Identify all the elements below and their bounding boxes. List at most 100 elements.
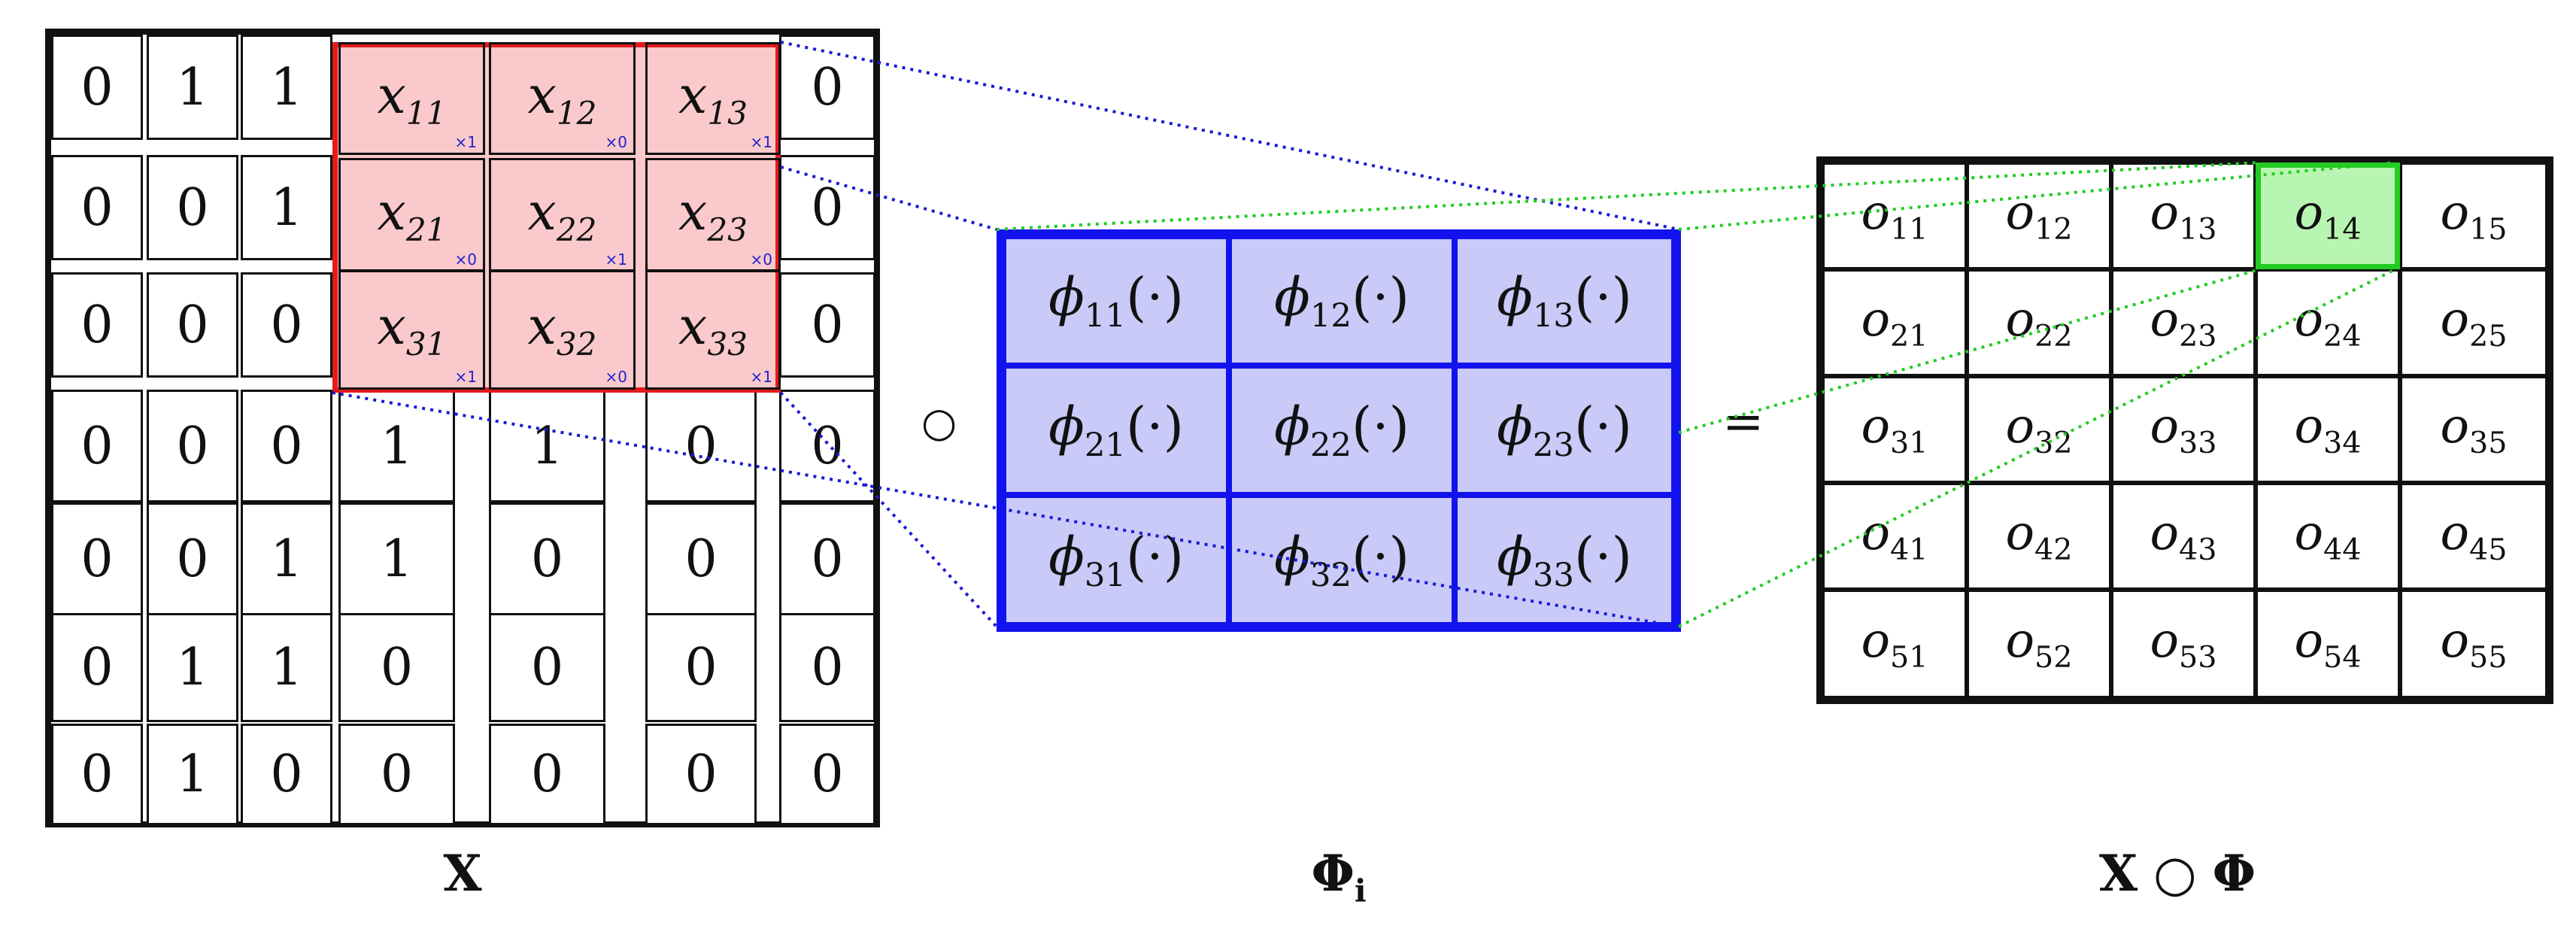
x-matrix-cell: 0 xyxy=(489,613,605,722)
output-cell-label: o52 xyxy=(2005,613,2072,675)
phi-cell-21: ϕ21(·) xyxy=(1003,366,1229,495)
phi-symbol: ϕ xyxy=(1274,396,1310,458)
x-matrix-cell: 0 xyxy=(779,502,875,615)
window-cell-x21: x21×0 xyxy=(338,158,485,272)
multiplier-label: ×1 xyxy=(454,133,477,151)
output-symbol: o xyxy=(1861,505,1891,562)
x-matrix-cell: 0 xyxy=(779,35,875,140)
output-cell-label: o44 xyxy=(2294,505,2361,567)
phi-argument: (·) xyxy=(1574,266,1632,329)
output-label-x: X xyxy=(2098,844,2138,903)
output-cell-label: o21 xyxy=(1861,292,1928,354)
phi-subscript: 33 xyxy=(1532,557,1575,595)
phi-argument: (·) xyxy=(1126,266,1184,329)
window-cell-x33: x33×1 xyxy=(645,269,781,390)
output-symbol: o xyxy=(2150,292,2180,348)
output-symbol: o xyxy=(2294,292,2324,348)
cell-value: 0 xyxy=(684,745,718,804)
x-matrix-cell: 0 xyxy=(779,613,875,722)
x-matrix-cell: 0 xyxy=(779,724,875,825)
variable-subscript: 13 xyxy=(707,94,748,132)
phi-subscript: 23 xyxy=(1532,427,1575,465)
output-cell-13: o13 xyxy=(2111,162,2256,269)
output-cell-label: o45 xyxy=(2440,505,2507,567)
phi-cell-label: ϕ13(·) xyxy=(1497,266,1632,335)
x-matrix-cell: 0 xyxy=(51,155,143,260)
output-cell-45: o45 xyxy=(2400,483,2547,590)
cell-value: 1 xyxy=(530,416,564,476)
phi-argument: (·) xyxy=(1126,525,1184,587)
x-matrix-cell: 0 xyxy=(147,155,238,260)
output-cell-label: o32 xyxy=(2005,399,2072,460)
window-cell-x11: x11 ×1 xyxy=(338,42,485,155)
x-matrix-cell: 0 xyxy=(51,613,143,722)
multiplier-label: ×0 xyxy=(750,250,772,269)
phi-cell-12: ϕ12(·) xyxy=(1229,236,1455,366)
cell-value: 0 xyxy=(811,745,844,804)
output-subscript: 13 xyxy=(2179,211,2217,247)
cell-value: 0 xyxy=(380,745,414,804)
variable-subscript: 33 xyxy=(707,325,748,363)
cell-value: 0 xyxy=(80,416,114,476)
phi-cell-label: ϕ23(·) xyxy=(1497,396,1632,464)
output-cell-label: o22 xyxy=(2005,292,2072,354)
variable-subscript: 22 xyxy=(556,211,597,248)
x-matrix-cell: 0 xyxy=(51,390,143,502)
output-cell-54: o54 xyxy=(2256,590,2400,698)
output-subscript: 25 xyxy=(2469,318,2508,354)
output-cell-label: o53 xyxy=(2150,613,2216,675)
output-subscript: 41 xyxy=(1890,532,1928,567)
variable-symbol: x xyxy=(377,182,406,242)
window-cell-x31: x31×1 xyxy=(338,269,485,390)
output-cell-label: o31 xyxy=(1861,399,1928,460)
cell-value: 1 xyxy=(270,529,303,589)
phi-symbol: ϕ xyxy=(1274,266,1310,329)
phi-cell-23: ϕ23(·) xyxy=(1455,366,1674,495)
window-cell-label: x11 xyxy=(377,66,446,132)
x-matrix-cell: 0 xyxy=(51,35,143,140)
cell-value: 0 xyxy=(530,745,564,804)
phi-subscript: 22 xyxy=(1309,427,1352,465)
output-cell-21: o21 xyxy=(1822,269,1967,376)
output-symbol: o xyxy=(2150,399,2180,455)
window-cell-label: x22 xyxy=(527,183,596,248)
cell-value: 0 xyxy=(80,178,114,238)
multiplier-label: ×1 xyxy=(750,368,772,386)
variable-symbol: x xyxy=(527,296,557,357)
cell-value: 0 xyxy=(684,638,718,697)
x-matrix-label: X xyxy=(443,844,482,903)
cell-value: 0 xyxy=(176,416,209,476)
output-subscript: 43 xyxy=(2179,532,2217,567)
phi-cell-label: ϕ11(·) xyxy=(1048,266,1184,335)
window-cell-x23: x23×0 xyxy=(645,158,781,272)
output-cell-label: o24 xyxy=(2294,292,2361,354)
window-cell-label: x23 xyxy=(678,183,748,248)
variable-subscript: 11 xyxy=(405,94,447,132)
output-subscript: 54 xyxy=(2323,639,2362,675)
output-cell-24: o24 xyxy=(2256,269,2400,376)
phi-label-subscript: i xyxy=(1354,873,1367,909)
output-cell-55: o55 xyxy=(2400,590,2547,698)
output-cell-label: o15 xyxy=(2440,185,2507,247)
output-symbol: o xyxy=(2005,399,2035,455)
output-subscript: 33 xyxy=(2179,425,2217,460)
output-cell-label: o33 xyxy=(2150,399,2216,460)
window-cell-x12: x12×0 xyxy=(489,42,636,155)
variable-symbol: x xyxy=(678,182,708,242)
output-subscript: 23 xyxy=(2179,318,2217,354)
output-cell-33: o33 xyxy=(2111,376,2256,483)
phi-cell-13: ϕ13(·) xyxy=(1455,236,1674,366)
x-matrix-cell: 1 xyxy=(338,390,455,502)
x-matrix-cell: 0 xyxy=(241,390,332,502)
cell-value: 1 xyxy=(176,638,209,697)
cell-value: 0 xyxy=(80,295,114,355)
output-cell-15: o15 xyxy=(2400,162,2547,269)
cell-value: 0 xyxy=(530,638,564,697)
output-cell-52: o52 xyxy=(1967,590,2111,698)
cell-value: 1 xyxy=(380,416,414,476)
x-matrix-cell: 0 xyxy=(338,613,455,722)
cell-value: 0 xyxy=(270,416,303,476)
phi-cell-31: ϕ31(·) xyxy=(1003,495,1229,625)
phi-argument: (·) xyxy=(1352,525,1409,587)
